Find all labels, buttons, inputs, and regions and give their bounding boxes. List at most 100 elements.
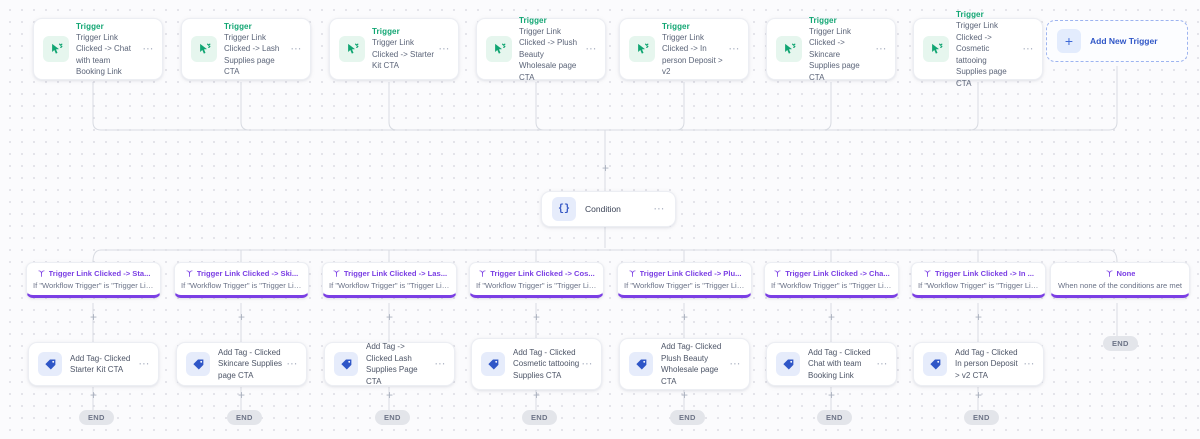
branch-fork-icon bbox=[774, 270, 781, 277]
action-title: Add Tag - Clicked Skincare Supplies page… bbox=[218, 347, 283, 380]
tag-icon bbox=[186, 352, 210, 376]
trigger-kind-label: Trigger bbox=[224, 21, 252, 31]
branch-card[interactable]: Trigger Link Clicked -> Ski... If "Workf… bbox=[174, 262, 309, 298]
trigger-card[interactable]: Trigger Trigger Link Clicked -> Starter … bbox=[329, 18, 459, 80]
add-step-plus[interactable]: + bbox=[89, 310, 97, 324]
action-menu-icon[interactable]: ⋯ bbox=[581, 358, 593, 370]
trigger-card[interactable]: Trigger Trigger Link Clicked -> Lash Sup… bbox=[181, 18, 311, 80]
end-badge: END bbox=[79, 410, 114, 425]
branch-subtitle: If "Workflow Trigger" is "Trigger Lin... bbox=[329, 281, 450, 290]
trigger-menu-icon[interactable]: ⋯ bbox=[290, 43, 302, 55]
end-badge-none-branch: END bbox=[1103, 336, 1138, 351]
branch-title: Trigger Link Clicked -> Cos... bbox=[490, 269, 595, 278]
add-step-plus[interactable]: + bbox=[974, 388, 982, 402]
trigger-card[interactable]: Trigger Trigger Link Clicked -> Cosmetic… bbox=[913, 10, 1043, 88]
trigger-title: Trigger Link Clicked -> Lash Supplies pa… bbox=[224, 32, 280, 77]
branch-header: Trigger Link Clicked -> Plu... bbox=[624, 269, 745, 278]
add-step-plus[interactable]: + bbox=[89, 388, 97, 402]
end-badge: END bbox=[375, 410, 410, 425]
add-step-plus[interactable]: + bbox=[827, 310, 835, 324]
add-new-trigger-button[interactable]: + Add New Trigger bbox=[1046, 20, 1188, 62]
add-step-plus-condition[interactable]: + bbox=[601, 161, 609, 175]
action-menu-icon[interactable]: ⋯ bbox=[138, 358, 150, 370]
add-step-plus[interactable]: + bbox=[974, 310, 982, 324]
branch-subtitle: If "Workflow Trigger" is "Trigger Lin... bbox=[624, 281, 745, 290]
add-step-plus[interactable]: + bbox=[680, 310, 688, 324]
end-badge: END bbox=[817, 410, 852, 425]
add-step-plus[interactable]: + bbox=[237, 388, 245, 402]
action-card[interactable]: Add Tag - Clicked In person Deposit > v2… bbox=[913, 342, 1044, 386]
branch-header: Trigger Link Clicked -> Las... bbox=[329, 269, 450, 278]
trigger-menu-icon[interactable]: ⋯ bbox=[875, 43, 887, 55]
branch-header: None bbox=[1057, 269, 1183, 278]
click-cursor-icon bbox=[923, 36, 949, 62]
trigger-menu-icon[interactable]: ⋯ bbox=[728, 43, 740, 55]
add-step-plus[interactable]: + bbox=[532, 310, 540, 324]
branch-card-none[interactable]: None When none of the conditions are met bbox=[1050, 262, 1190, 298]
action-card[interactable]: Add Tag- Clicked Plush Beauty Wholesale … bbox=[619, 338, 750, 390]
branch-fork-icon bbox=[186, 270, 193, 277]
branch-card[interactable]: Trigger Link Clicked -> In ... If "Workf… bbox=[911, 262, 1046, 298]
branch-card[interactable]: Trigger Link Clicked -> Sta... If "Workf… bbox=[26, 262, 161, 298]
add-step-plus[interactable]: + bbox=[680, 388, 688, 402]
click-cursor-icon bbox=[629, 36, 655, 62]
trigger-menu-icon[interactable]: ⋯ bbox=[585, 43, 597, 55]
action-menu-icon[interactable]: ⋯ bbox=[876, 358, 888, 370]
click-cursor-icon bbox=[191, 36, 217, 62]
branch-subtitle: If "Workflow Trigger" is "Trigger Lin... bbox=[33, 281, 154, 290]
branch-card[interactable]: Trigger Link Clicked -> Las... If "Workf… bbox=[322, 262, 457, 298]
action-card[interactable]: Add Tag- Clicked Starter Kit CTA ⋯ bbox=[28, 342, 159, 386]
action-card[interactable]: Add Tag - Clicked Chat with team Booking… bbox=[766, 342, 897, 386]
add-step-plus[interactable]: + bbox=[827, 388, 835, 402]
trigger-card[interactable]: Trigger Trigger Link Clicked -> Skincare… bbox=[766, 16, 896, 82]
action-title: Add Tag - Clicked In person Deposit > v2… bbox=[955, 347, 1018, 380]
branch-title: Trigger Link Clicked -> Cha... bbox=[785, 269, 890, 278]
trigger-card[interactable]: Trigger Trigger Link Clicked -> Plush Be… bbox=[476, 16, 606, 82]
trigger-menu-icon[interactable]: ⋯ bbox=[142, 43, 154, 55]
end-badge: END bbox=[670, 410, 705, 425]
add-step-plus[interactable]: + bbox=[385, 310, 393, 324]
trigger-title: Trigger Link Clicked -> Starter Kit CTA bbox=[372, 38, 435, 71]
trigger-menu-icon[interactable]: ⋯ bbox=[1022, 43, 1034, 55]
branch-header: Trigger Link Clicked -> Cha... bbox=[771, 269, 892, 278]
branch-fork-icon bbox=[628, 270, 636, 277]
add-step-plus[interactable]: + bbox=[237, 310, 245, 324]
branch-subtitle: If "Workflow Trigger" is "Trigger Lin... bbox=[771, 281, 892, 290]
branch-card[interactable]: Trigger Link Clicked -> Plu... If "Workf… bbox=[617, 262, 752, 298]
action-menu-icon[interactable]: ⋯ bbox=[286, 358, 298, 370]
action-menu-icon[interactable]: ⋯ bbox=[434, 358, 446, 370]
branch-title: Trigger Link Clicked -> Plu... bbox=[639, 269, 742, 278]
action-title: Add Tag- Clicked Plush Beauty Wholesale … bbox=[661, 342, 722, 386]
trigger-kind-label: Trigger bbox=[662, 21, 690, 31]
add-step-plus[interactable]: + bbox=[532, 388, 540, 402]
action-card[interactable]: Add Tag - Clicked Skincare Supplies page… bbox=[176, 342, 307, 386]
condition-node[interactable]: {} Condition ⋯ bbox=[541, 191, 676, 227]
branch-title: Trigger Link Clicked -> Sta... bbox=[48, 269, 151, 278]
add-step-plus[interactable]: + bbox=[385, 388, 393, 402]
branch-header: Trigger Link Clicked -> In ... bbox=[918, 269, 1039, 278]
branch-fork-icon bbox=[1105, 270, 1113, 277]
branch-title: Trigger Link Clicked -> Las... bbox=[343, 269, 448, 278]
condition-icon: {} bbox=[552, 197, 576, 221]
action-card[interactable]: Add Tag -> Clicked Lash Supplies Page CT… bbox=[324, 342, 455, 386]
branch-title: Trigger Link Clicked -> In ... bbox=[935, 269, 1034, 278]
condition-menu-icon[interactable]: ⋯ bbox=[653, 203, 665, 215]
trigger-title: Trigger Link Clicked -> Cosmetic tattooi… bbox=[956, 21, 1007, 88]
trigger-menu-icon[interactable]: ⋯ bbox=[438, 43, 450, 55]
action-card[interactable]: Add Tag - Clicked Cosmetic tattooing Sup… bbox=[471, 338, 602, 390]
action-menu-icon[interactable]: ⋯ bbox=[729, 358, 741, 370]
trigger-card[interactable]: Trigger Trigger Link Clicked -> Chat wit… bbox=[33, 18, 163, 80]
trigger-card[interactable]: Trigger Trigger Link Clicked -> In perso… bbox=[619, 18, 749, 80]
branch-card[interactable]: Trigger Link Clicked -> Cos... If "Workf… bbox=[469, 262, 604, 298]
tag-icon bbox=[776, 352, 800, 376]
end-badge: END bbox=[227, 410, 262, 425]
plus-icon: + bbox=[1057, 29, 1081, 53]
tag-icon bbox=[481, 352, 505, 376]
branch-card[interactable]: Trigger Link Clicked -> Cha... If "Workf… bbox=[764, 262, 899, 298]
action-menu-icon[interactable]: ⋯ bbox=[1023, 358, 1035, 370]
click-cursor-icon bbox=[776, 36, 802, 62]
trigger-title: Trigger Link Clicked -> In person Deposi… bbox=[662, 32, 723, 77]
trigger-title: Trigger Link Clicked -> Skincare Supplie… bbox=[809, 26, 860, 82]
branch-fork-icon bbox=[333, 270, 340, 277]
